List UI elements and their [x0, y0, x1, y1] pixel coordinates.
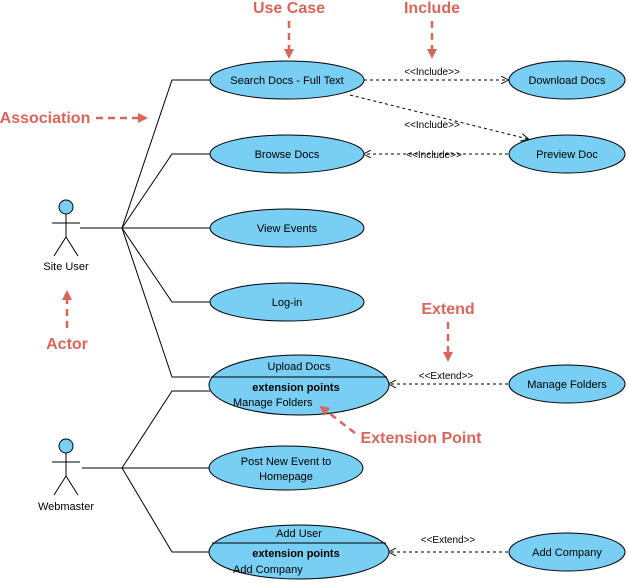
svg-text:Add Company: Add Company	[532, 547, 602, 559]
actor-label-site-user: Site User	[43, 261, 89, 273]
actor-label-webmaster: Webmaster	[38, 501, 94, 513]
annotation-extension-point: Extension Point	[361, 430, 483, 447]
svg-text:Download Docs: Download Docs	[528, 75, 606, 87]
usecase-search-docs[interactable]: Search Docs - Full Text	[209, 60, 365, 100]
usecase-manage-folders[interactable]: Manage Folders	[508, 364, 626, 404]
svg-text:Post New Event to: Post New Event to	[241, 456, 332, 468]
annotation-include: Include	[404, 0, 460, 17]
include-label-2: <<Include>>	[404, 120, 460, 131]
annotations: Use Case Include Association Actor Exten…	[0, 0, 482, 447]
add-user-title: Add User	[276, 528, 322, 540]
annotation-extend: Extend	[421, 301, 474, 318]
usecase-browse-docs[interactable]: Browse Docs	[209, 134, 365, 174]
svg-text:Preview Doc: Preview Doc	[536, 149, 598, 161]
annotation-association: Association	[0, 110, 90, 127]
extend-label-2: <<Extend>>	[421, 535, 476, 546]
add-user-ext-header: extension points	[252, 548, 339, 560]
upload-docs-title: Upload Docs	[268, 361, 331, 373]
annotation-actor: Actor	[46, 336, 88, 353]
svg-text:Log-in: Log-in	[272, 297, 303, 309]
extend-label-1: <<Extend>>	[419, 371, 474, 382]
annotation-use-case: Use Case	[253, 0, 325, 17]
dependencies	[349, 80, 528, 552]
usecase-preview-doc[interactable]: Preview Doc	[508, 134, 626, 174]
upload-docs-ext-header: extension points	[252, 382, 339, 394]
include-label-1: <<Include>>	[404, 67, 460, 78]
associations-webmaster	[82, 390, 210, 553]
usecase-add-company[interactable]: Add Company	[508, 532, 626, 572]
usecase-post-new-event[interactable]: Post New Event to Homepage	[208, 445, 364, 491]
usecase-download-docs[interactable]: Download Docs	[508, 60, 626, 100]
svg-text:Homepage: Homepage	[259, 471, 313, 483]
associations-site-user	[80, 79, 210, 378]
add-user-ext-point: Add Company	[233, 564, 303, 576]
usecase-add-user[interactable]: Add User extension points Add Company	[208, 524, 390, 580]
svg-text:Browse Docs: Browse Docs	[255, 149, 320, 161]
upload-docs-ext-point: Manage Folders	[233, 397, 313, 409]
svg-text:Search Docs - Full Text: Search Docs - Full Text	[230, 75, 344, 87]
include-label-3: <<Include>>	[406, 150, 462, 161]
actor-webmaster[interactable]: Webmaster	[38, 438, 94, 513]
usecase-view-events[interactable]: View Events	[209, 208, 365, 248]
svg-text:View Events: View Events	[257, 223, 318, 235]
include-arrow-preview-from-search	[349, 94, 528, 139]
actor-site-user[interactable]: Site User	[43, 199, 89, 273]
usecase-upload-docs[interactable]: Upload Docs extension points Manage Fold…	[208, 354, 390, 416]
svg-text:Manage Folders: Manage Folders	[527, 379, 607, 391]
usecase-log-in[interactable]: Log-in	[209, 282, 365, 322]
